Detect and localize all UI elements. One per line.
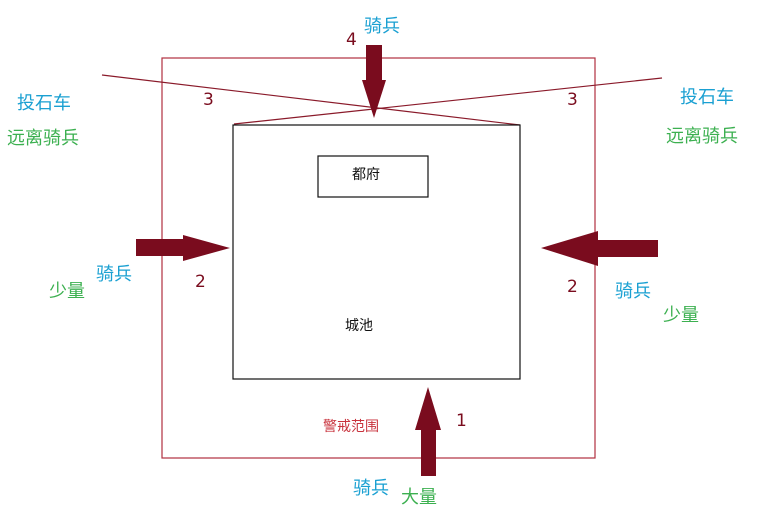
bottom-unit: 骑兵 [353,478,389,499]
top-cavalry-arrow-icon [362,45,386,118]
right-cavalry-arrow-icon [541,231,658,266]
catapult-left-note: 远离骑兵 [7,128,79,149]
catapult-right-number: 3 [567,90,578,110]
top-number: 4 [346,30,357,50]
left-number: 2 [195,272,206,292]
bottom-qty: 大量 [401,487,437,508]
left-qty: 少量 [49,281,85,302]
catapult-left-number: 3 [203,90,214,110]
right-number: 2 [567,277,578,297]
left-unit: 骑兵 [96,264,132,285]
hq-label: 都府 [352,167,380,183]
catapult-right-note: 远离骑兵 [666,126,738,147]
bottom-cavalry-arrow-icon [415,387,441,476]
catapult-left-unit: 投石车 [17,93,71,114]
right-qty: 少量 [663,305,699,326]
catapult-line-right [233,77,663,125]
alert-zone-label: 警戒范围 [323,419,379,435]
bottom-number: 1 [456,411,467,431]
catapult-right-unit: 投石车 [680,87,734,108]
hq-box [317,155,429,198]
city-label: 城池 [345,318,373,334]
right-unit: 骑兵 [615,281,651,302]
top-unit: 骑兵 [364,16,400,37]
left-cavalry-arrow-icon [136,235,230,261]
catapult-line-left [101,74,521,126]
